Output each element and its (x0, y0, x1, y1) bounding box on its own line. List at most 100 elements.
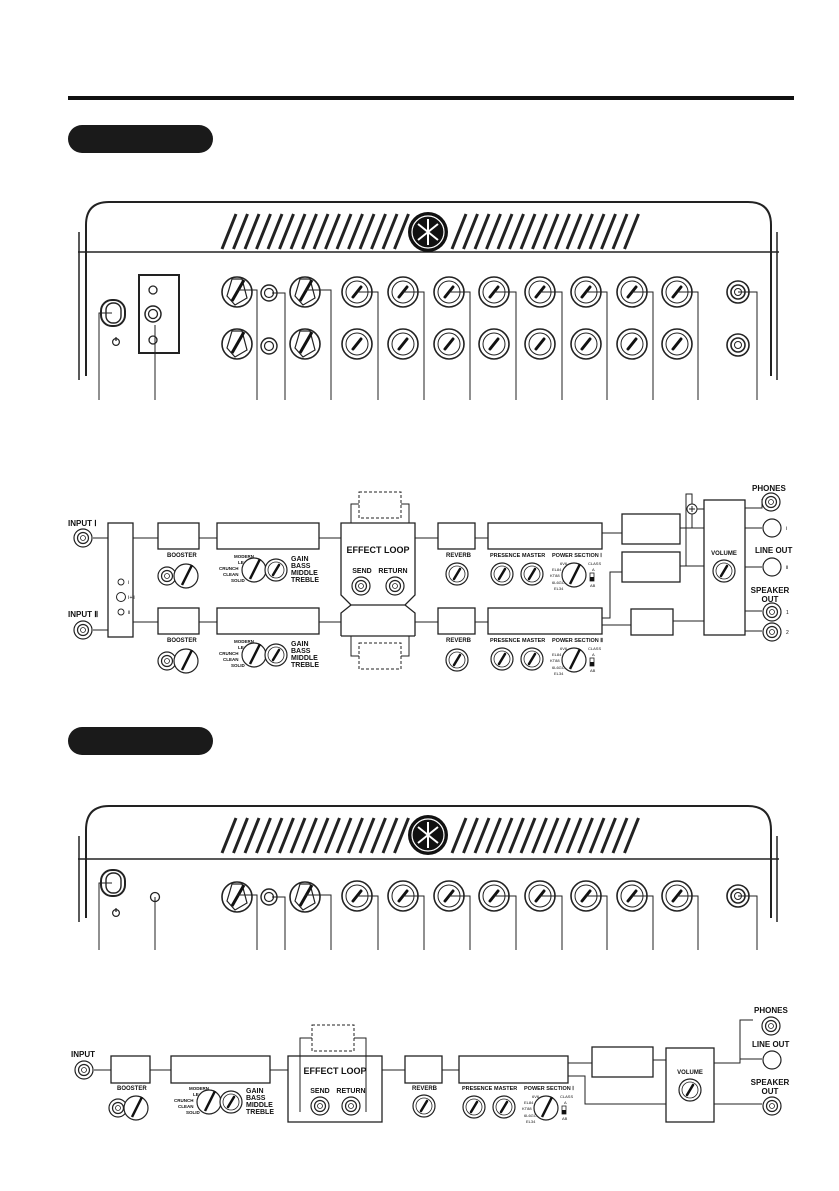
reverb-label-2: REVERB (446, 638, 472, 644)
effect-loop-box-1: EFFECT LOOP SEND RETURN (340, 491, 416, 670)
phones-jack-diag-1 (761, 492, 781, 512)
input-jack (74, 1060, 94, 1080)
reverb-knob-3 (411, 1093, 437, 1119)
power-switch-1 (100, 299, 126, 347)
header-rule (68, 96, 794, 100)
callout-line (403, 291, 425, 400)
speaker-label-2: SPEAKER (751, 1078, 790, 1087)
callout-line (237, 894, 258, 950)
vent-slot (301, 213, 318, 250)
volume-label-2: VOLUME (677, 1070, 703, 1076)
gain-knob (218, 1089, 244, 1115)
tone-line-label: BASS (291, 648, 311, 655)
booster-label-3: BOOSTER (117, 1086, 147, 1092)
svg-text:POWER SECTION Ⅱ: POWER SECTION Ⅱ (552, 637, 603, 644)
input-2-label: INPUT Ⅱ (68, 610, 98, 619)
vent-slot (266, 817, 284, 854)
tone-line-label: TREBLE (246, 1109, 274, 1116)
front-panel-single (78, 805, 779, 950)
channel-select-box (107, 522, 134, 638)
callout-line (632, 291, 654, 400)
svg-text:A: A (592, 567, 595, 572)
callout-line (540, 895, 563, 950)
svg-text:MODERN: MODERN (189, 1086, 209, 1091)
callout-line (494, 291, 517, 400)
vent-slot (554, 817, 571, 854)
svg-text:Ⅰ: Ⅰ (128, 580, 129, 586)
svg-text:SOLID: SOLID (231, 578, 246, 583)
return-label-2: RETURN (336, 1088, 365, 1095)
svg-text:CLASS: CLASS (588, 646, 601, 651)
svg-text:Ⅰ: Ⅰ (786, 526, 787, 532)
vent-slot (370, 213, 387, 250)
return-label: RETURN (378, 568, 407, 575)
volume-knob-2 (677, 1077, 703, 1103)
svg-text:SOLID: SOLID (186, 1110, 201, 1115)
speaker-jack-1 (762, 602, 782, 622)
send-label-2: SEND (310, 1088, 329, 1095)
vent-slot (289, 817, 307, 854)
xlr-out-3 (762, 1050, 782, 1070)
vent-slot (358, 213, 376, 250)
svg-text:Ⅱ: Ⅱ (786, 565, 788, 571)
svg-text:PRESENCE: PRESENCE (490, 553, 521, 559)
vent-slot (554, 213, 571, 250)
svg-text:6V6: 6V6 (532, 1094, 540, 1099)
booster-switch-2 (157, 651, 177, 671)
presence-knob (489, 646, 515, 672)
svg-text:AB: AB (590, 668, 596, 673)
control-knob (660, 327, 694, 361)
booster-knob-3 (220, 880, 254, 914)
svg-text:EL34: EL34 (554, 671, 564, 676)
line-out-label-2: LINE OUT (752, 1040, 789, 1049)
send-label: SEND (352, 568, 371, 575)
vent-slot (289, 213, 307, 250)
svg-text:EL34: EL34 (526, 1119, 536, 1124)
vent-slot (600, 213, 617, 250)
speaker-label-1: SPEAKER (751, 586, 790, 595)
vent-slot (473, 817, 491, 854)
vent-slot (381, 213, 399, 250)
vent-slot (232, 817, 249, 854)
vent-grille-2 (220, 817, 640, 854)
vent-slot (611, 817, 629, 854)
vent-slot (588, 817, 606, 854)
vent-slot (611, 213, 629, 250)
svg-text:KT88: KT88 (550, 573, 560, 578)
vent-slot (588, 213, 606, 250)
booster-switch-1 (157, 566, 177, 586)
master-knob (491, 1094, 517, 1120)
tone-line-label: TREBLE (291, 577, 319, 584)
svg-text:6V6: 6V6 (560, 561, 568, 566)
vent-slot (473, 213, 491, 250)
svg-text:6L6GC: 6L6GC (552, 580, 565, 585)
svg-text:A: A (564, 1100, 567, 1105)
callout-line (632, 895, 654, 950)
vent-slot (519, 817, 537, 854)
svg-text:CLASS: CLASS (588, 561, 601, 566)
phones-jack-diag-2 (761, 1016, 781, 1036)
svg-text:OUT: OUT (762, 1087, 779, 1096)
callout-line (237, 289, 258, 400)
send-jack-2 (310, 1096, 330, 1116)
input-1-jack (73, 528, 93, 548)
master-knob (519, 561, 545, 587)
svg-text:EL84: EL84 (552, 652, 562, 657)
svg-text:6V6: 6V6 (560, 646, 568, 651)
vent-slot (508, 213, 525, 250)
svg-text:AB: AB (562, 1116, 568, 1121)
svg-text:PRESENCE: PRESENCE (462, 1086, 493, 1092)
phones-jack-2 (726, 333, 750, 357)
control-knob (432, 327, 466, 361)
presence-knob (489, 561, 515, 587)
svg-text:CLEAN: CLEAN (223, 572, 239, 577)
presence-knob (461, 1094, 487, 1120)
channel-switch-panel-1 (138, 274, 180, 354)
svg-text:EL84: EL84 (524, 1100, 534, 1105)
svg-text:6L6GC: 6L6GC (552, 665, 565, 670)
tube-selector-knob (560, 646, 588, 674)
vent-slot (462, 817, 479, 854)
svg-text:MASTER: MASTER (522, 638, 545, 644)
callout-line (677, 895, 699, 950)
vent-slot (542, 213, 560, 250)
